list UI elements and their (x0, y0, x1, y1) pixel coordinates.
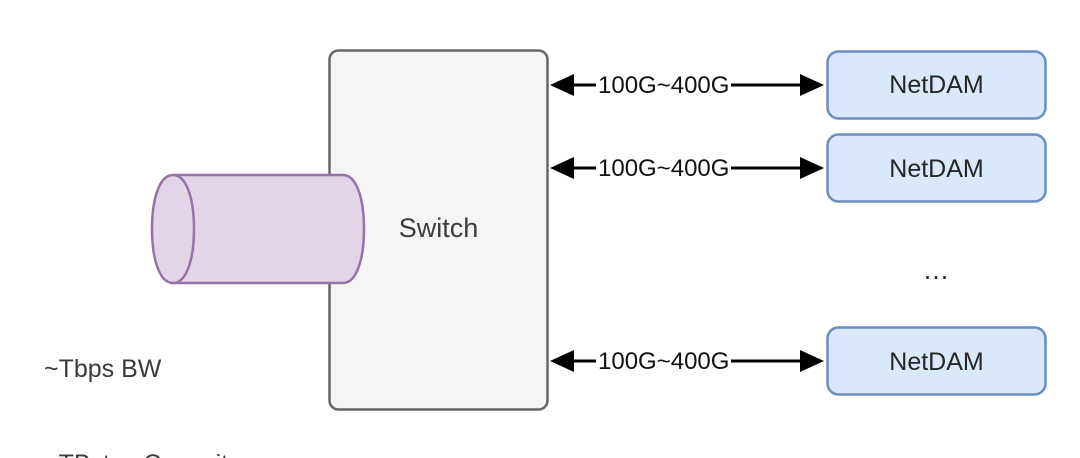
storage-caption-line-1: ~Tbps BW (44, 354, 162, 383)
netdam-label-2: NetDAM (889, 155, 984, 183)
switch-label: Switch (398, 213, 479, 243)
link-label-1: 100G~400G (596, 72, 732, 100)
storage-cylinder[interactable] (150, 173, 366, 285)
link-label-2: 100G~400G (596, 155, 732, 183)
link-label-3: 100G~400G (596, 348, 732, 376)
netdam-box-3[interactable] (826, 326, 1047, 396)
storage-caption: ~Tbps BW ~TBytes Capacity (44, 290, 241, 458)
ellipsis-label: ... (923, 255, 950, 285)
storage-caption-line-2: ~TBytes Capacity (44, 448, 241, 458)
netdam-label-1: NetDAM (889, 71, 984, 99)
netdam-box-2[interactable] (826, 133, 1047, 203)
netdam-label-3: NetDAM (889, 348, 984, 376)
netdam-box-1[interactable] (826, 50, 1047, 120)
